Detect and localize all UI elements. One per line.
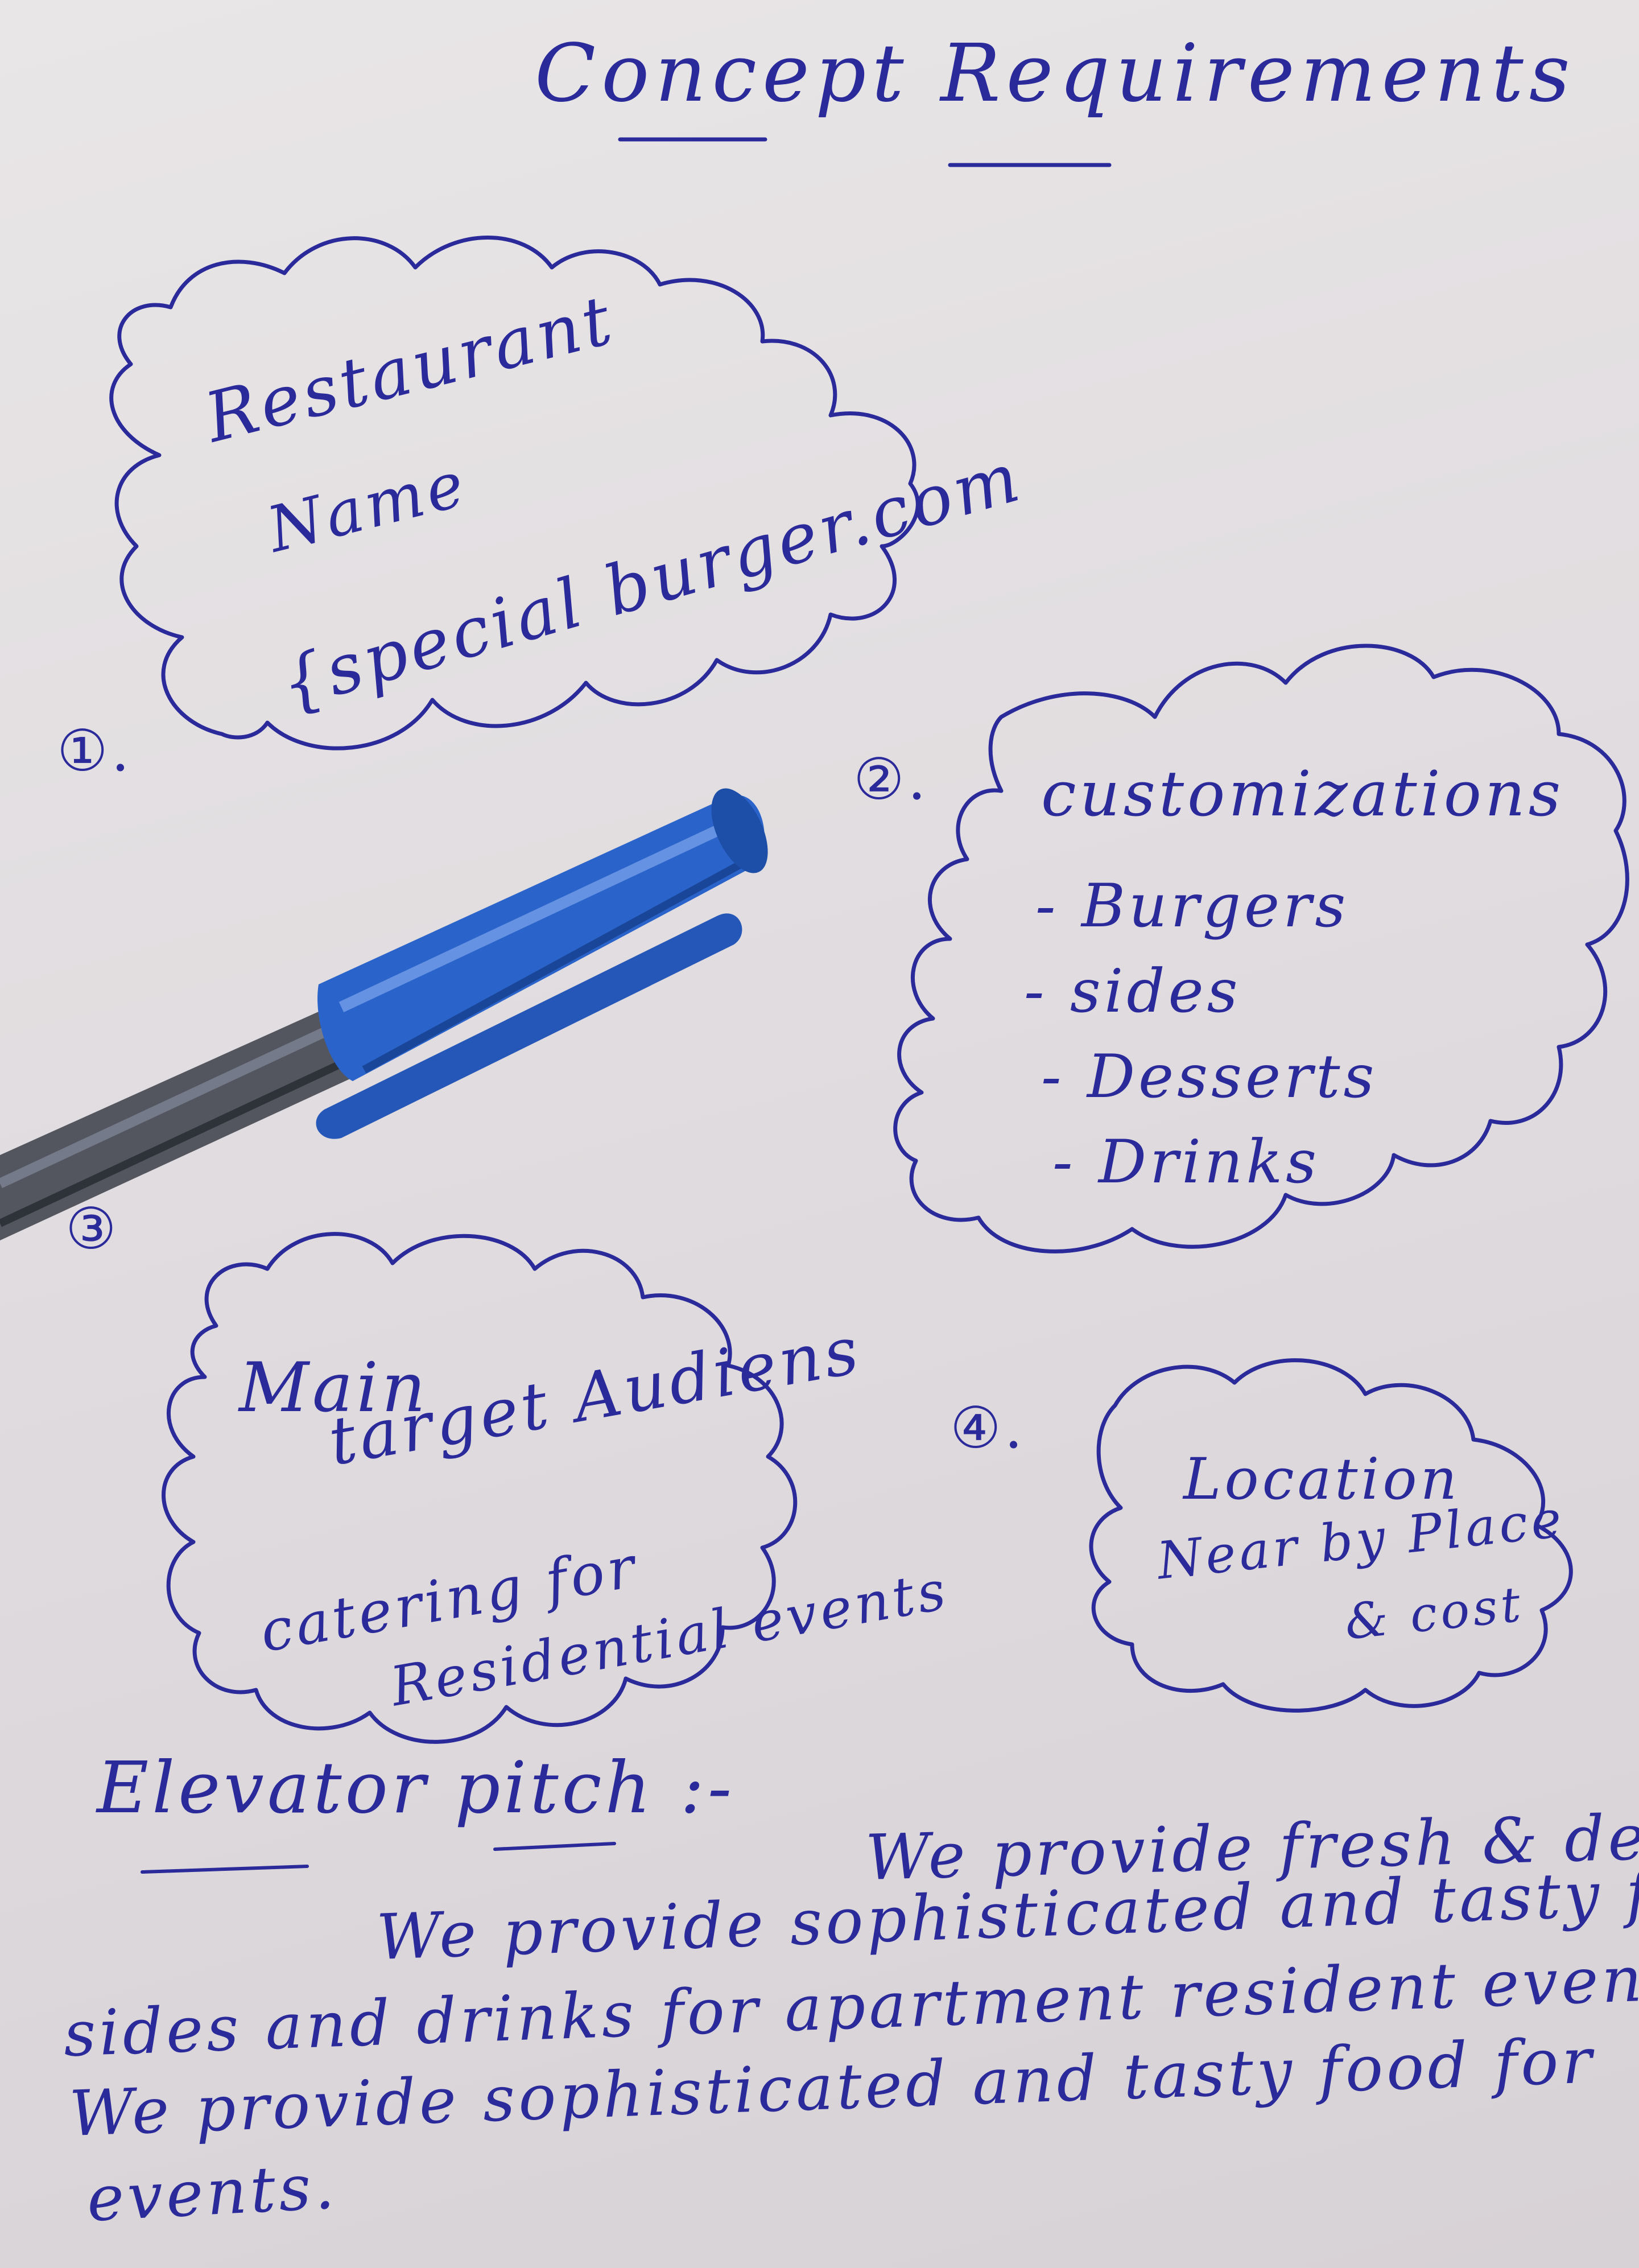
cloud-2-heading: customizations xyxy=(1041,757,1564,830)
pen-object xyxy=(0,788,768,1240)
cloud-2-item: - Burgers xyxy=(1035,871,1349,941)
cloud-2-number: ②. xyxy=(853,746,930,813)
pitch-heading: Elevator pitch :- xyxy=(97,1747,736,1829)
cloud-2-item: - Drinks xyxy=(1052,1127,1320,1197)
pitch-underline-1 xyxy=(141,1865,309,1874)
cloud-4-outline xyxy=(1089,1358,1573,1713)
pitch-underline-2 xyxy=(493,1842,616,1851)
cloud-4-number: ④. xyxy=(950,1395,1026,1461)
cloud-2-item: - sides xyxy=(1024,956,1241,1026)
cloud-4-line-1: Location xyxy=(1183,1446,1461,1512)
cloud-1-number: ①. xyxy=(57,717,133,784)
cloud-3-number: ③ xyxy=(65,1195,120,1262)
cloud-3-outline xyxy=(162,1232,798,1744)
page-title: Concept Requirements xyxy=(535,27,1576,120)
cloud-2-item: - Desserts xyxy=(1041,1042,1378,1111)
cloud-3-line-1: Main xyxy=(239,1349,430,1428)
pitch-line: events. xyxy=(85,2149,340,2236)
pen-clip xyxy=(316,913,742,1139)
cloud-2-outline xyxy=(893,644,1629,1253)
cloud-1-outline xyxy=(109,236,920,750)
